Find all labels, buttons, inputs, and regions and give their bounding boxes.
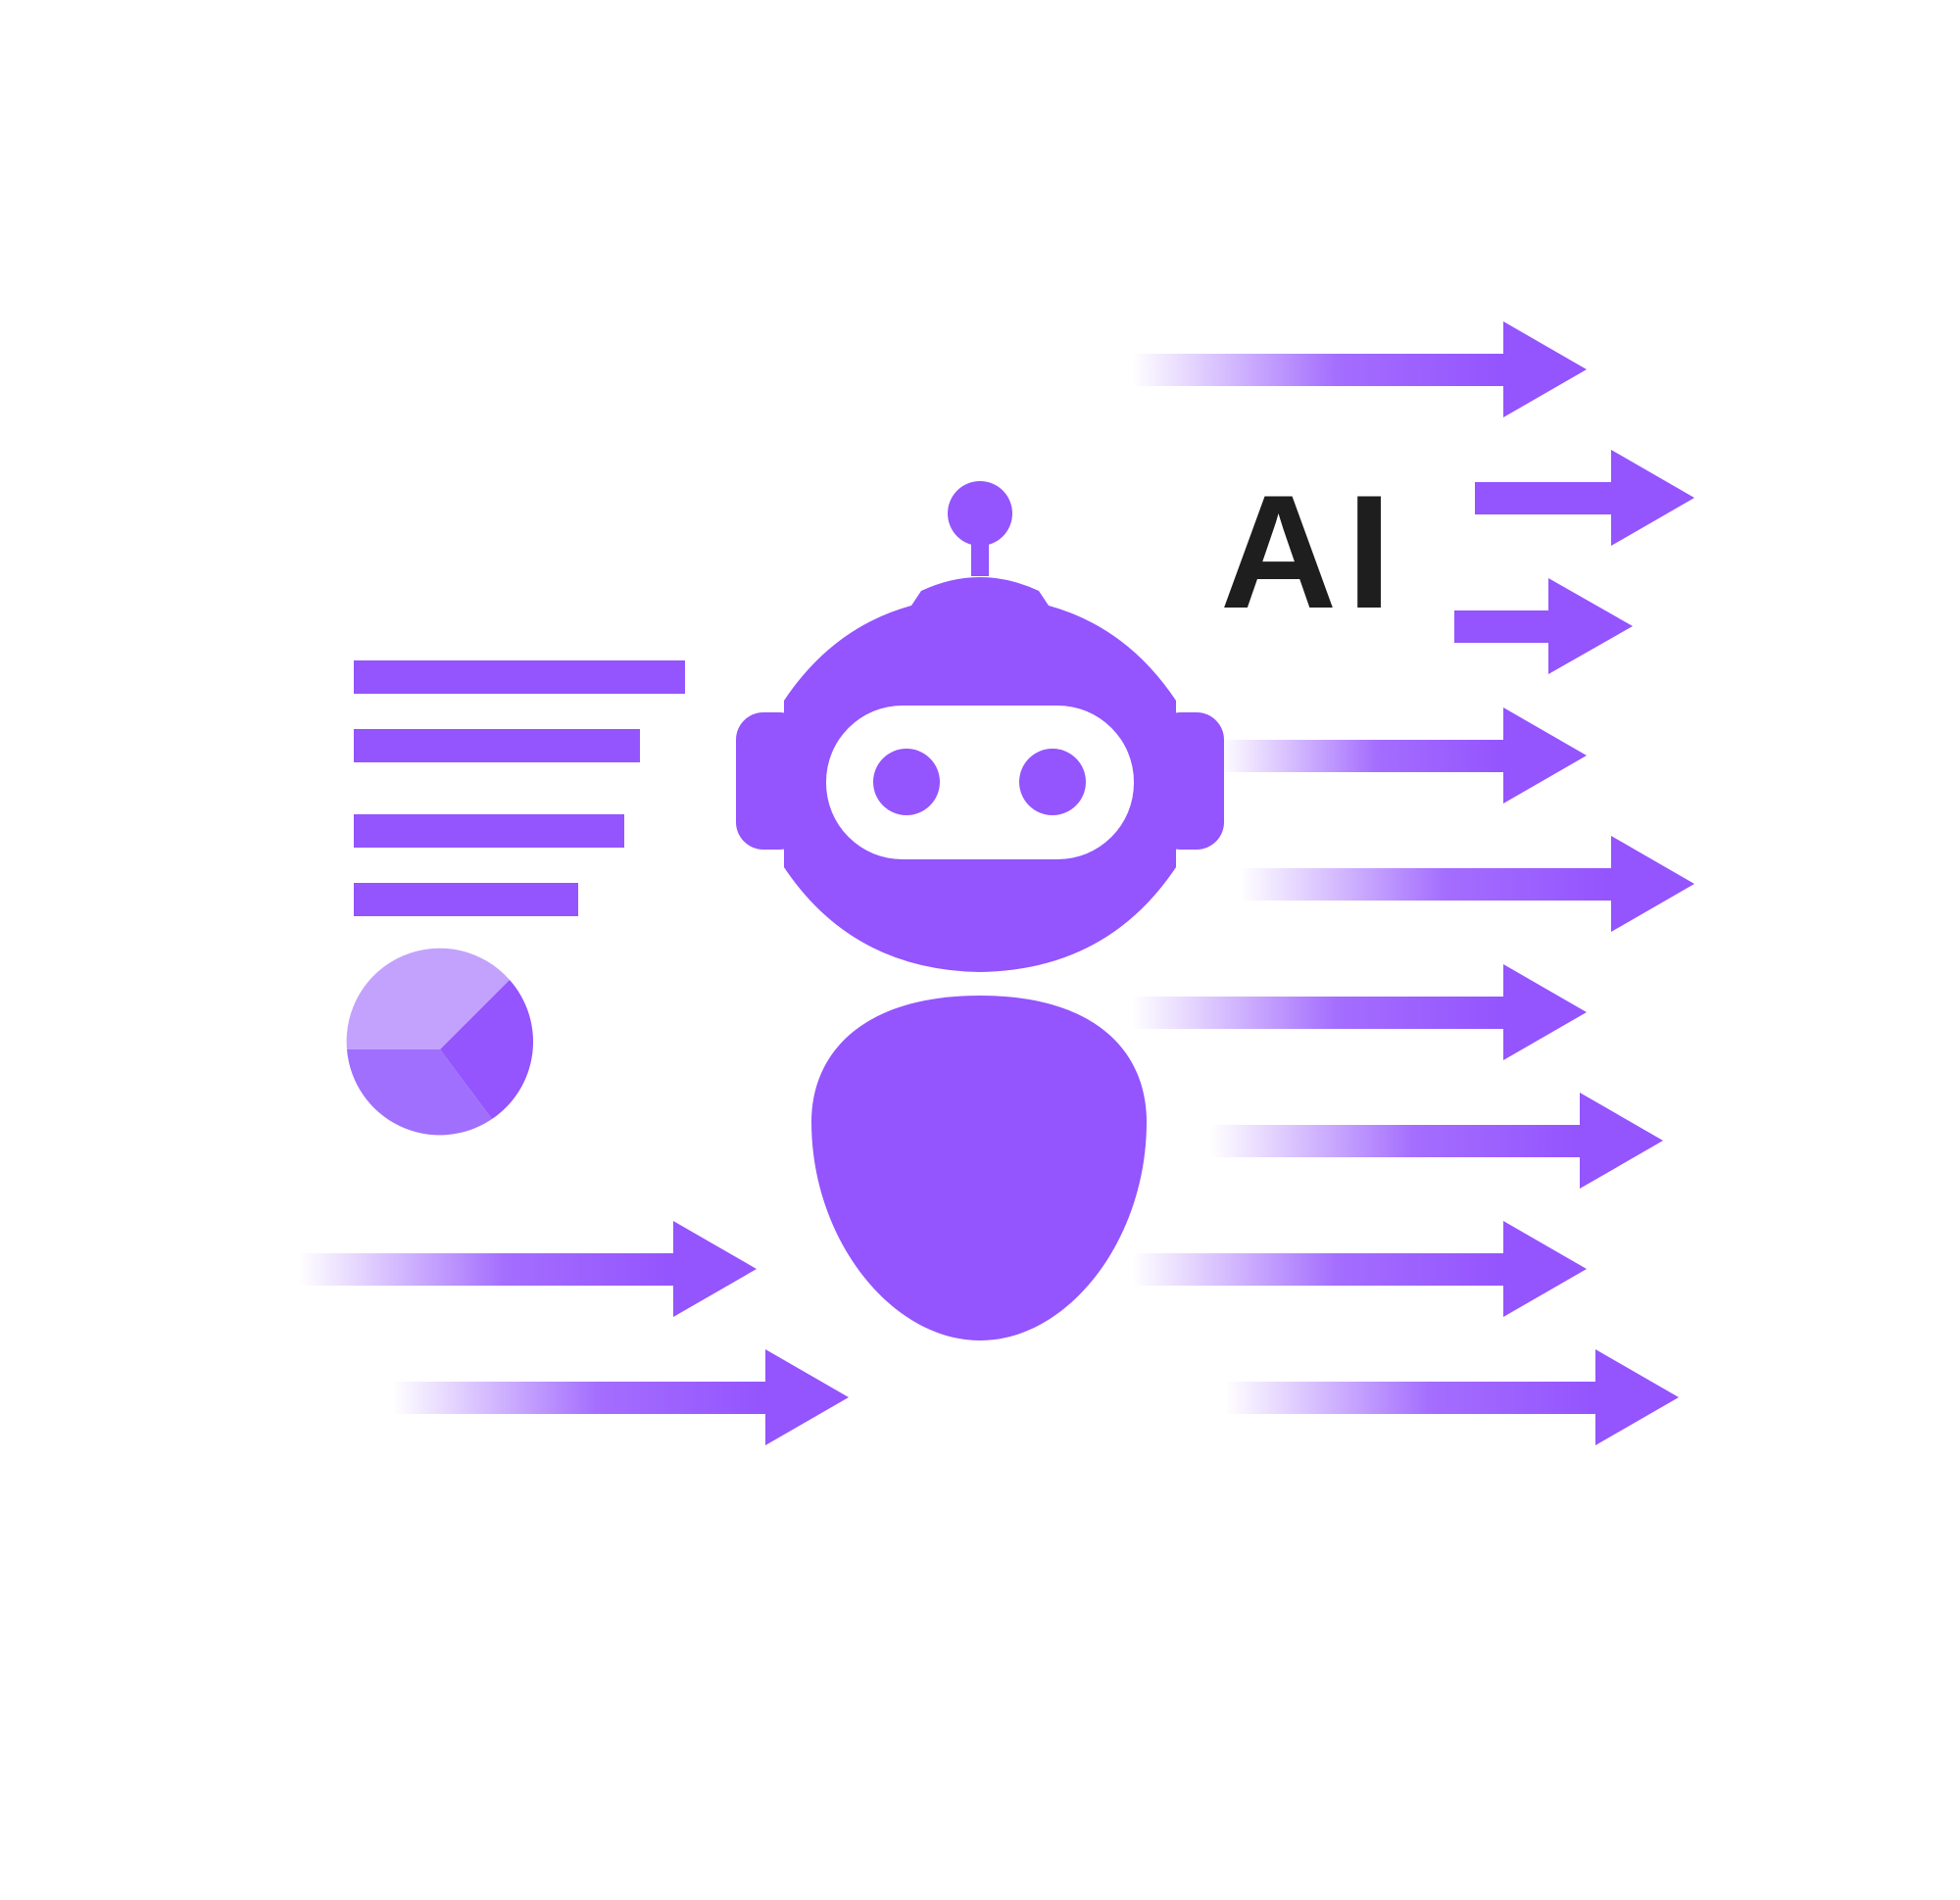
- pie-chart-icon: [346, 948, 534, 1136]
- arrows-group-right: [1132, 321, 1694, 1445]
- arrow-right-icon: [299, 1221, 757, 1317]
- arrow-right-icon: [1220, 707, 1587, 804]
- arrow-right-icon: [1240, 836, 1694, 932]
- robot-icon: [736, 481, 1224, 1340]
- ai-label: AI: [1220, 462, 1401, 642]
- arrow-right-icon: [1132, 964, 1587, 1060]
- arrow-right-icon: [392, 1349, 849, 1445]
- arrow-right-icon: [1132, 1221, 1587, 1317]
- arrow-right-icon: [1132, 321, 1587, 417]
- arrows-group-left: [299, 1221, 849, 1445]
- arrow-right-icon: [1475, 450, 1694, 546]
- document-lines-icon: [354, 660, 685, 916]
- arrow-right-icon: [1210, 1093, 1663, 1189]
- arrow-right-icon: [1225, 1349, 1679, 1445]
- arrow-right-icon: [1454, 578, 1633, 674]
